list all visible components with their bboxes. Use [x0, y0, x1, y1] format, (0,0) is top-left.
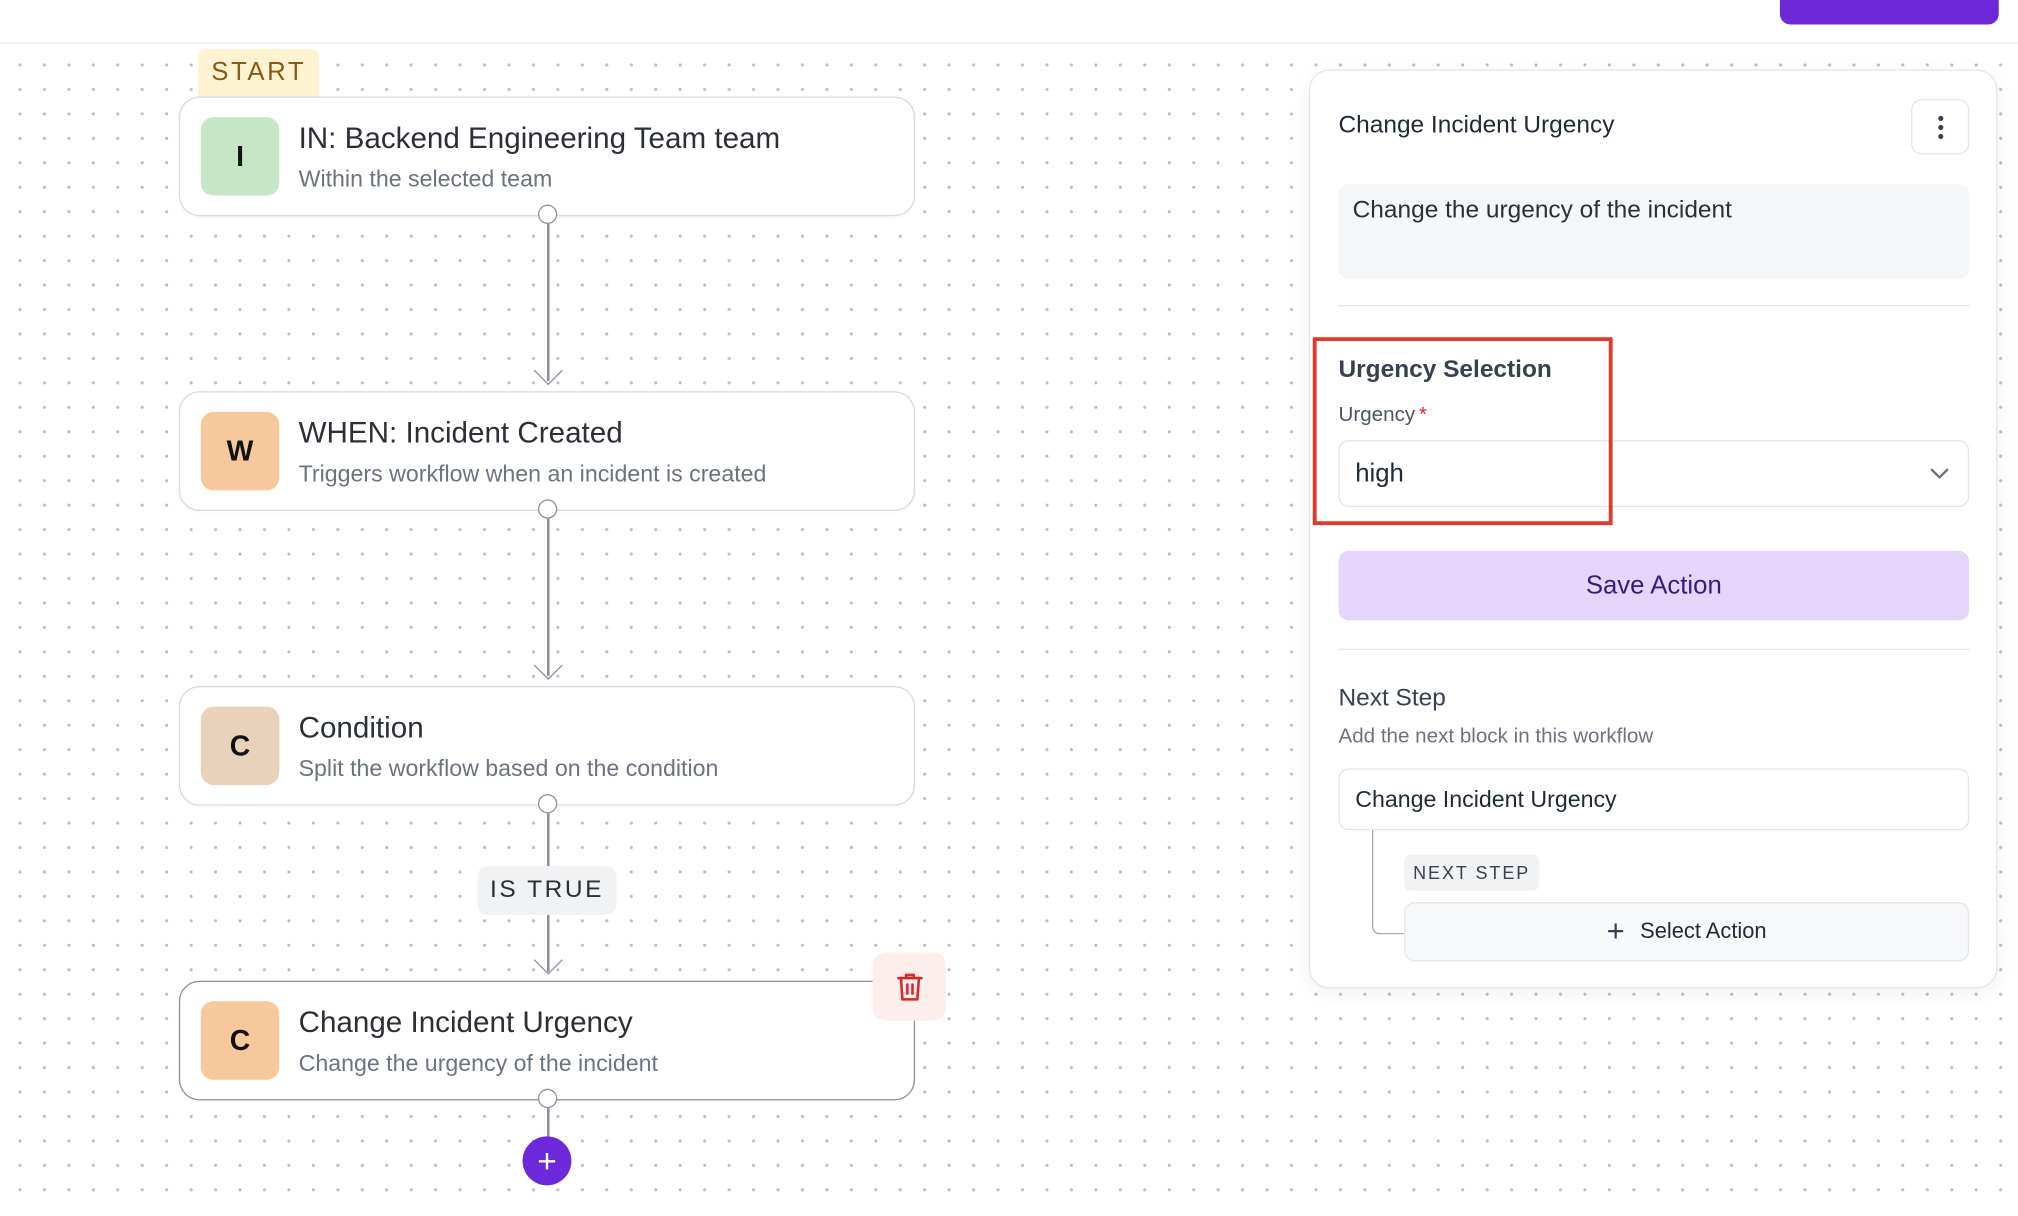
connector-line	[546, 813, 549, 867]
node-subtitle: Split the workflow based on the conditio…	[298, 755, 719, 782]
next-step-chip: NEXT STEP	[1404, 854, 1540, 891]
node-title: IN: Backend Engineering Team team	[298, 120, 781, 155]
next-step-subtitle: Add the next block in this workflow	[1338, 725, 1654, 748]
start-label: START	[198, 48, 320, 98]
connector-line	[546, 223, 549, 381]
node-badge: C	[200, 1001, 280, 1080]
required-mark: *	[1419, 404, 1428, 426]
node-condition[interactable]: C Condition Split the workflow based on …	[178, 685, 916, 806]
chevron-down-icon	[1930, 468, 1949, 479]
next-block-item[interactable]: Change Incident Urgency	[1338, 768, 1970, 831]
urgency-select[interactable]: high	[1338, 440, 1970, 508]
node-output-handle[interactable]	[537, 204, 558, 224]
select-action-button[interactable]: + Select Action	[1404, 902, 1970, 962]
node-output-handle[interactable]	[537, 499, 558, 519]
delete-node-button[interactable]	[872, 952, 946, 1021]
node-subtitle: Within the selected team	[298, 166, 553, 192]
node-trigger[interactable]: W WHEN: Incident Created Triggers workfl…	[178, 391, 916, 511]
node-subtitle: Change the urgency of the incident	[298, 1050, 658, 1076]
add-step-button[interactable]: +	[522, 1136, 572, 1186]
node-output-handle[interactable]	[537, 794, 558, 814]
divider	[1338, 648, 1970, 650]
select-action-label: Select Action	[1640, 918, 1767, 944]
branch-label: IS TRUE	[477, 866, 617, 916]
node-badge: W	[200, 411, 280, 491]
trash-icon	[896, 972, 923, 1000]
node-change-urgency[interactable]: C Change Incident Urgency Change the urg…	[178, 980, 916, 1101]
more-options-button[interactable]	[1911, 99, 1970, 155]
connector-line	[546, 518, 549, 676]
action-config-panel: Change Incident Urgency Change the urgen…	[1308, 69, 1998, 989]
node-subtitle: Triggers workflow when an incident is cr…	[298, 460, 767, 487]
description-textarea[interactable]: Change the urgency of the incident	[1338, 184, 1970, 280]
plus-icon: +	[1606, 913, 1625, 949]
node-title: Change Incident Urgency	[298, 1005, 633, 1039]
node-output-handle[interactable]	[537, 1088, 558, 1109]
next-step-title: Next Step	[1338, 684, 1446, 712]
node-badge: I	[200, 117, 280, 196]
urgency-label-text: Urgency	[1338, 404, 1416, 426]
node-title: WHEN: Incident Created	[298, 415, 623, 450]
urgency-select-value: high	[1355, 459, 1404, 488]
top-bar	[0, 0, 2018, 44]
connector-line	[546, 915, 549, 972]
divider	[1338, 305, 1970, 307]
save-action-button[interactable]: Save Action	[1338, 550, 1970, 621]
urgency-label: Urgency*	[1338, 404, 1427, 427]
top-primary-button[interactable]	[1779, 0, 1999, 25]
kebab-menu-icon	[1937, 115, 1943, 139]
node-team-filter[interactable]: I IN: Backend Engineering Team team With…	[178, 96, 916, 217]
node-badge: C	[200, 706, 280, 786]
tree-connector	[1371, 830, 1406, 935]
panel-title: Change Incident Urgency	[1338, 111, 1615, 139]
connector-line	[546, 1108, 549, 1137]
section-title: Urgency Selection	[1338, 356, 1552, 384]
node-title: Condition	[298, 710, 424, 744]
